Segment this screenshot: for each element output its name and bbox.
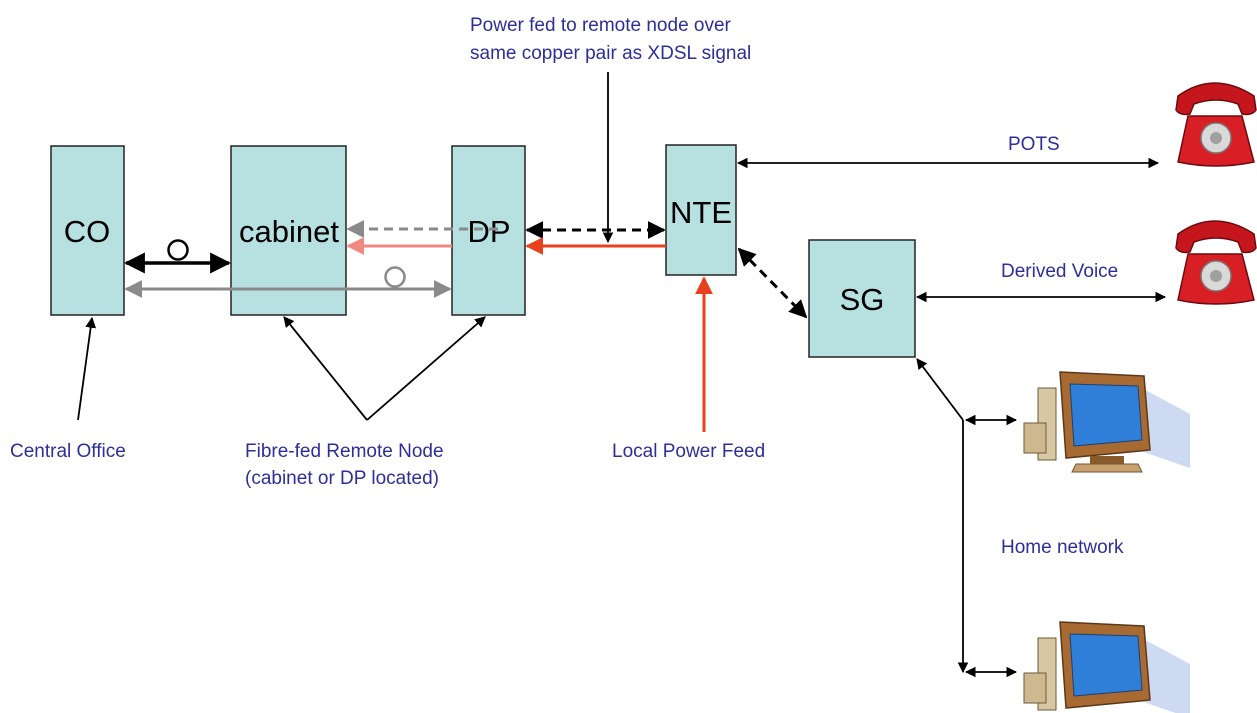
pots-label: POTS [1008, 134, 1060, 155]
remote-node-label-line2: (cabinet or DP located) [245, 468, 439, 489]
derived-voice-label: Derived Voice [1001, 261, 1118, 282]
co-box [50, 145, 125, 316]
central-office-pointer [77, 316, 97, 421]
computer-icon [1023, 621, 1190, 713]
telephone-icon [1175, 220, 1257, 305]
remote-node-pointer-dp [366, 316, 486, 421]
power-feed-note-line1: Power fed to remote node over [470, 15, 732, 36]
local-power-feed-label: Local Power Feed [612, 441, 765, 462]
power-feed-note-line2: same copper pair as XDSL signal [470, 43, 751, 64]
central-office-label: Central Office [10, 441, 126, 462]
sg-box [808, 239, 916, 358]
fibre-loop-icon [384, 266, 406, 288]
sg-home-network-link [916, 358, 964, 421]
nte-box [665, 144, 737, 276]
telephone-icon [1175, 82, 1257, 167]
fibre-loop-icon [167, 239, 189, 261]
home-network-label: Home network [1001, 537, 1124, 558]
nte-label: NTE [670, 195, 732, 230]
remote-node-pointer-cabinet [283, 316, 368, 421]
cabinet-label: cabinet [239, 214, 339, 249]
dp-label: DP [467, 214, 510, 249]
co-label: CO [64, 214, 111, 249]
nte-sg-dashed-link [737, 247, 808, 319]
computer-icon [1023, 371, 1190, 473]
remote-node-label-line1: Fibre-fed Remote Node [245, 441, 444, 462]
sg-label: SG [840, 282, 885, 317]
